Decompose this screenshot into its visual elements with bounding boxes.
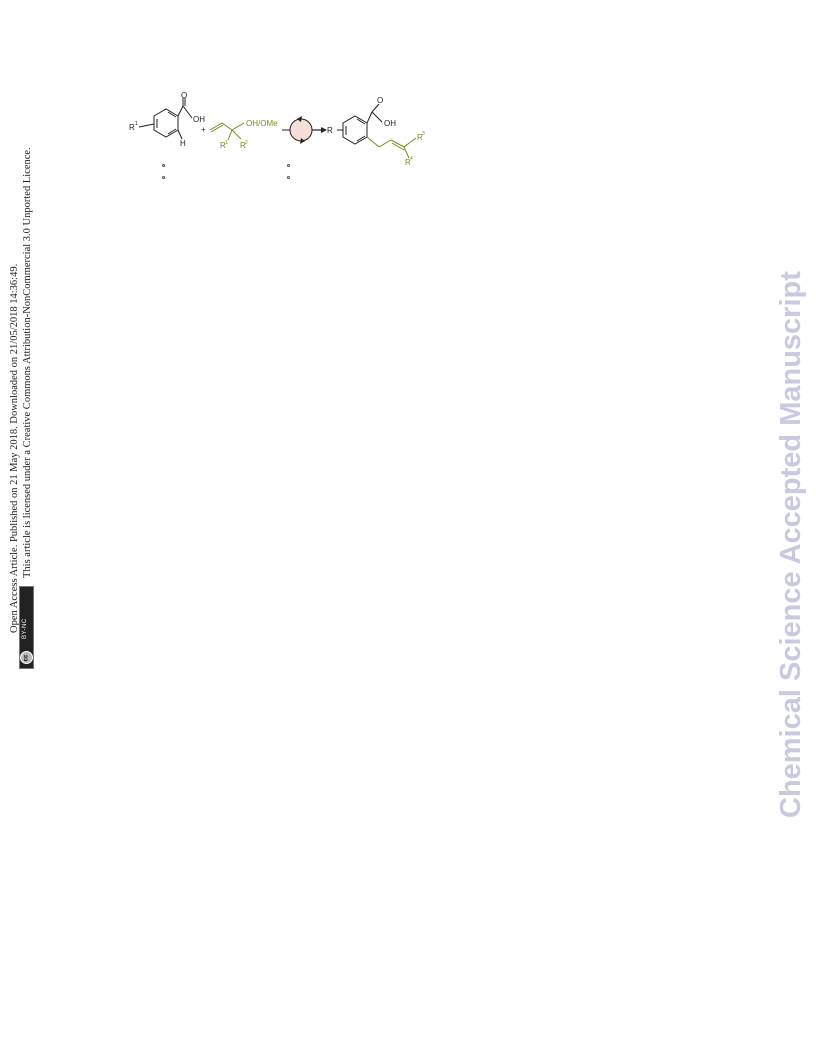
svg-text:R: R [220, 141, 226, 150]
benzene-ring-reactant [153, 108, 179, 138]
reaction-scheme: R 1 O OH H + OH/OMe R 1 R 2 R O OH R 3 R… [129, 91, 425, 167]
bullet-marker [162, 164, 165, 167]
license-statement[interactable]: This article is licensed under a Creativ… [22, 147, 33, 578]
svg-text:R: R [417, 133, 423, 142]
svg-text:1: 1 [135, 121, 138, 127]
bullet-marker [162, 176, 165, 179]
cc-license-badge[interactable]: cc BY-NC [19, 586, 34, 669]
license-notice: Open Access Article. Published on 21 May… [0, 0, 60, 1056]
cc-icon: cc [20, 651, 33, 664]
svg-text:O: O [377, 96, 383, 105]
reactant-r-label: R [129, 123, 135, 132]
bullet-group-right [287, 164, 290, 188]
benzene-ring-product [342, 115, 368, 145]
svg-text:OH: OH [193, 115, 205, 124]
cc-badge-text: BY-NC [22, 618, 28, 639]
reaction-arrow-icon [321, 127, 327, 133]
svg-text:O: O [181, 91, 187, 100]
publication-notice: Open Access Article. Published on 21 May… [9, 263, 20, 633]
bullet-marker [287, 176, 290, 179]
bullet-marker [287, 164, 290, 167]
bullet-group-left [162, 164, 165, 188]
product-r-label: R [327, 126, 333, 135]
svg-text:3: 3 [422, 131, 425, 137]
svg-text:2: 2 [245, 140, 248, 146]
manuscript-watermark: Chemical Science Accepted Manuscript [775, 271, 807, 818]
catalyst-cycle-icon [289, 118, 313, 142]
svg-text:H: H [180, 139, 186, 148]
svg-text:R: R [405, 158, 411, 167]
plus-sign: + [201, 125, 206, 134]
svg-text:R: R [240, 141, 246, 150]
svg-text:OH: OH [384, 119, 396, 128]
leaving-group-label: OH/OMe [246, 119, 278, 128]
svg-text:4: 4 [410, 156, 413, 162]
svg-text:1: 1 [225, 140, 228, 146]
